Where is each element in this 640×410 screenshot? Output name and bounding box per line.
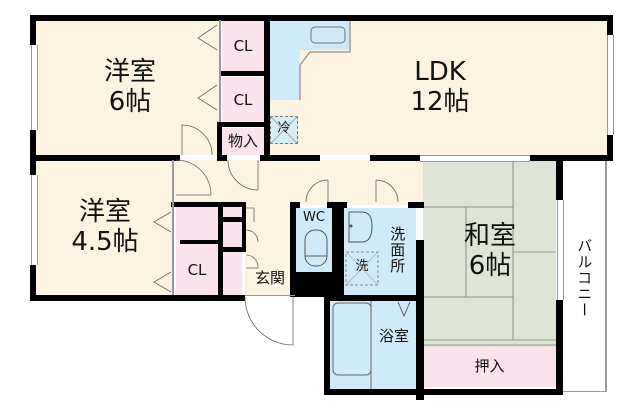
closet-bottom bbox=[176, 206, 218, 295]
oshiire-closet bbox=[423, 347, 556, 387]
ldk-name: LDK bbox=[414, 57, 466, 87]
wall-cl-h-small2 bbox=[221, 247, 245, 252]
wall-mid-horizontal-2 bbox=[217, 155, 227, 161]
storage-closet bbox=[222, 128, 264, 155]
window-left-1 bbox=[31, 45, 38, 130]
wc-label: WC bbox=[303, 210, 325, 225]
hallway-lower bbox=[245, 200, 295, 295]
closet-top-2 bbox=[222, 77, 264, 123]
wall-wc-right bbox=[332, 202, 344, 297]
wall-mid-horizontal-1 bbox=[30, 155, 180, 161]
wall-cl-mid-v bbox=[218, 202, 223, 300]
japanese-room-size: 6帖 bbox=[468, 250, 512, 281]
ldk-size: 12帖 bbox=[410, 86, 470, 117]
wall-cl-top bbox=[171, 202, 246, 207]
window-balcony bbox=[557, 200, 564, 300]
oshiire-label: 押入 bbox=[474, 357, 505, 375]
washer-label: 洗 bbox=[355, 259, 369, 274]
wall-mid-horizontal-4 bbox=[370, 155, 420, 161]
wall-left-mid bbox=[30, 130, 36, 175]
wall-room2-closet-thin bbox=[172, 160, 174, 295]
wall-left-top bbox=[30, 15, 36, 45]
wall-closet-divider-v bbox=[264, 20, 270, 160]
western-room-2-label: 洋室 4.5帖 bbox=[60, 197, 150, 258]
ldk-label: LDK 12帖 bbox=[395, 57, 485, 118]
western-room-1-name: 洋室 bbox=[103, 57, 156, 87]
closet-bottom-label: CL bbox=[187, 261, 207, 279]
wc-dark-area bbox=[293, 272, 338, 297]
balcony bbox=[563, 160, 607, 392]
wall-japanese-right-bottom bbox=[556, 300, 563, 395]
kitchen-counter-side bbox=[270, 20, 300, 100]
window-ldk-japanese bbox=[420, 155, 530, 162]
wall-left-bottom bbox=[30, 265, 36, 301]
hallway bbox=[173, 160, 423, 205]
wall-cl-shelf bbox=[180, 240, 220, 244]
japanese-room bbox=[423, 160, 556, 350]
wall-wc-top bbox=[290, 202, 300, 208]
balcony-rail bbox=[605, 160, 606, 392]
balcony-label: バルコニー bbox=[575, 238, 594, 318]
wall-japanese-right-top bbox=[556, 155, 563, 200]
japanese-room-label: 和室 6帖 bbox=[445, 221, 535, 282]
western-room-1-label: 洋室 6帖 bbox=[85, 57, 175, 118]
wall-closet-thin bbox=[219, 20, 221, 122]
closet-top-2-label: CL bbox=[233, 91, 253, 109]
japanese-room-name: 和室 bbox=[463, 221, 516, 251]
wall-cl-right-v bbox=[242, 202, 246, 252]
closet-top-1-label: CL bbox=[233, 37, 253, 55]
wall-wash-right bbox=[416, 240, 424, 400]
fridge-label: 冷 bbox=[277, 121, 291, 136]
window-right bbox=[607, 35, 614, 135]
wall-closet-divider-h1 bbox=[220, 71, 268, 76]
wall-bottom-left bbox=[30, 295, 245, 301]
wall-right-mid bbox=[607, 135, 613, 160]
fridge-cross-icon bbox=[269, 115, 299, 145]
western-room-4-5jo bbox=[35, 160, 173, 295]
entrance-label: 玄関 bbox=[254, 269, 285, 287]
western-room-1-size: 6帖 bbox=[108, 86, 152, 117]
bathroom-label: 浴室 bbox=[378, 327, 409, 345]
window-left-2 bbox=[31, 175, 38, 265]
western-room-2-name: 洋室 bbox=[78, 197, 131, 227]
wall-closet-divider-h2 bbox=[217, 122, 267, 127]
wall-right-top bbox=[607, 15, 613, 35]
entrance-floor-line bbox=[245, 295, 295, 296]
wall-top bbox=[30, 15, 613, 21]
wall-cl-h-small bbox=[221, 217, 245, 222]
western-room-2-size: 4.5帖 bbox=[71, 226, 139, 257]
western-room-6jo bbox=[35, 20, 220, 155]
wall-storage-left bbox=[217, 122, 222, 160]
wall-mid-horizontal-5 bbox=[530, 155, 613, 161]
washroom-label: 洗面所 bbox=[388, 226, 407, 274]
wall-wc-left bbox=[290, 202, 296, 297]
closet-top-1 bbox=[222, 20, 264, 72]
wall-wash-top2 bbox=[408, 202, 424, 208]
storage-label: 物入 bbox=[227, 132, 258, 150]
wall-bath-bottom bbox=[324, 389, 561, 395]
wall-mid-horizontal-3 bbox=[260, 155, 320, 161]
